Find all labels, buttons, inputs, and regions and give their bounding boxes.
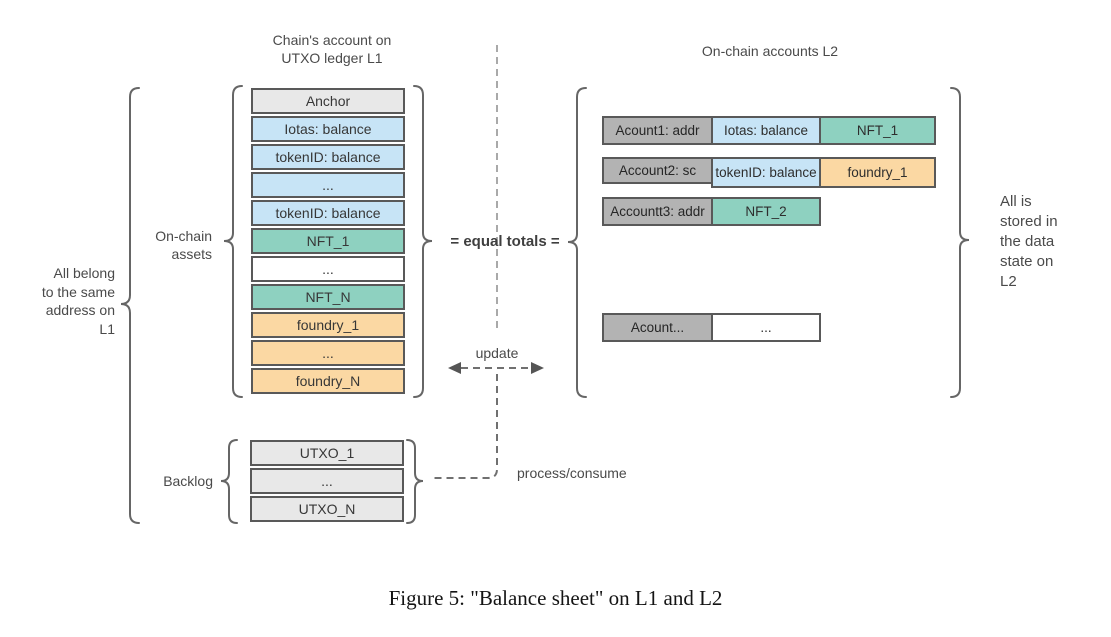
stack-box-foundryn: foundry_N [251, 368, 405, 394]
account-id-cell: Acount1: addr [602, 116, 713, 145]
update-arrow-left-head [448, 362, 461, 374]
brace-backlog-right [406, 439, 424, 524]
account-id-cell: Account2: sc [602, 157, 713, 184]
stack-box-token: tokenID: balance [251, 200, 405, 226]
brace-all-belong-left [120, 87, 140, 524]
backlog-box-utxo1: UTXO_1 [250, 440, 404, 466]
backlog-box-utxon: UTXO_N [250, 496, 404, 522]
stack-box-token: tokenID: balance [251, 144, 405, 170]
figure-caption: Figure 5: "Balance sheet" on L1 and L2 [388, 586, 723, 610]
account-id-cell: Accountt3: addr [602, 197, 713, 226]
right-column-header: On-chain accounts L2 [660, 42, 880, 60]
account-id-cell: Acount... [602, 313, 713, 342]
update-arrow-right-head [531, 362, 544, 374]
account-row-1: Acount1: addr Iotas: balance NFT_1 [602, 116, 936, 145]
account-asset-cell: ... [711, 313, 821, 342]
brace-l2-right [950, 87, 970, 398]
header-line: On-chain accounts L2 [701, 43, 839, 59]
stack-box-iotas: Iotas: balance [251, 116, 405, 142]
process-consume-label: process/consume [517, 465, 627, 481]
stack-box-foundry1: foundry_1 [251, 312, 405, 338]
account-row-3: Accountt3: addr NFT_2 [602, 197, 821, 226]
account-row-2: Account2: sc tokenID: balance foundry_1 [602, 157, 936, 188]
stack-box-ellipsis: ... [251, 340, 405, 366]
stack-box-nftn: NFT_N [251, 284, 405, 310]
brace-backlog-left [220, 439, 238, 524]
dashed-process-connector [430, 374, 498, 479]
all-belong-label: All belong to the same address on L1 [41, 265, 115, 337]
stored-on-l2-label: All is stored in the data state on L2 [1000, 193, 1058, 290]
stack-box-nft1: NFT_1 [251, 228, 405, 254]
account-row-more: Acount... ... [602, 313, 821, 342]
stack-box-ellipsis: ... [251, 256, 405, 282]
account-asset-cell: Iotas: balance [711, 116, 821, 145]
equal-totals-label: = equal totals = [450, 233, 560, 250]
backlog-label: Backlog [163, 473, 213, 489]
stack-box-anchor: Anchor [251, 88, 405, 114]
backlog-box-ellipsis: ... [250, 468, 404, 494]
header-line: Chain's account on [272, 32, 392, 48]
onchain-assets-label: On-chain assets [155, 228, 212, 262]
account-asset-cell: NFT_2 [711, 197, 821, 226]
stack-box-ellipsis: ... [251, 172, 405, 198]
account-asset-cell: NFT_1 [819, 116, 936, 145]
update-label: update [475, 345, 519, 361]
header-line: UTXO ledger L1 [281, 50, 383, 66]
brace-onchain-assets [223, 85, 243, 398]
account-asset-cell: foundry_1 [819, 157, 936, 188]
account-asset-cell: tokenID: balance [711, 157, 821, 188]
left-column-header: Chain's account on UTXO ledger L1 [237, 31, 427, 67]
